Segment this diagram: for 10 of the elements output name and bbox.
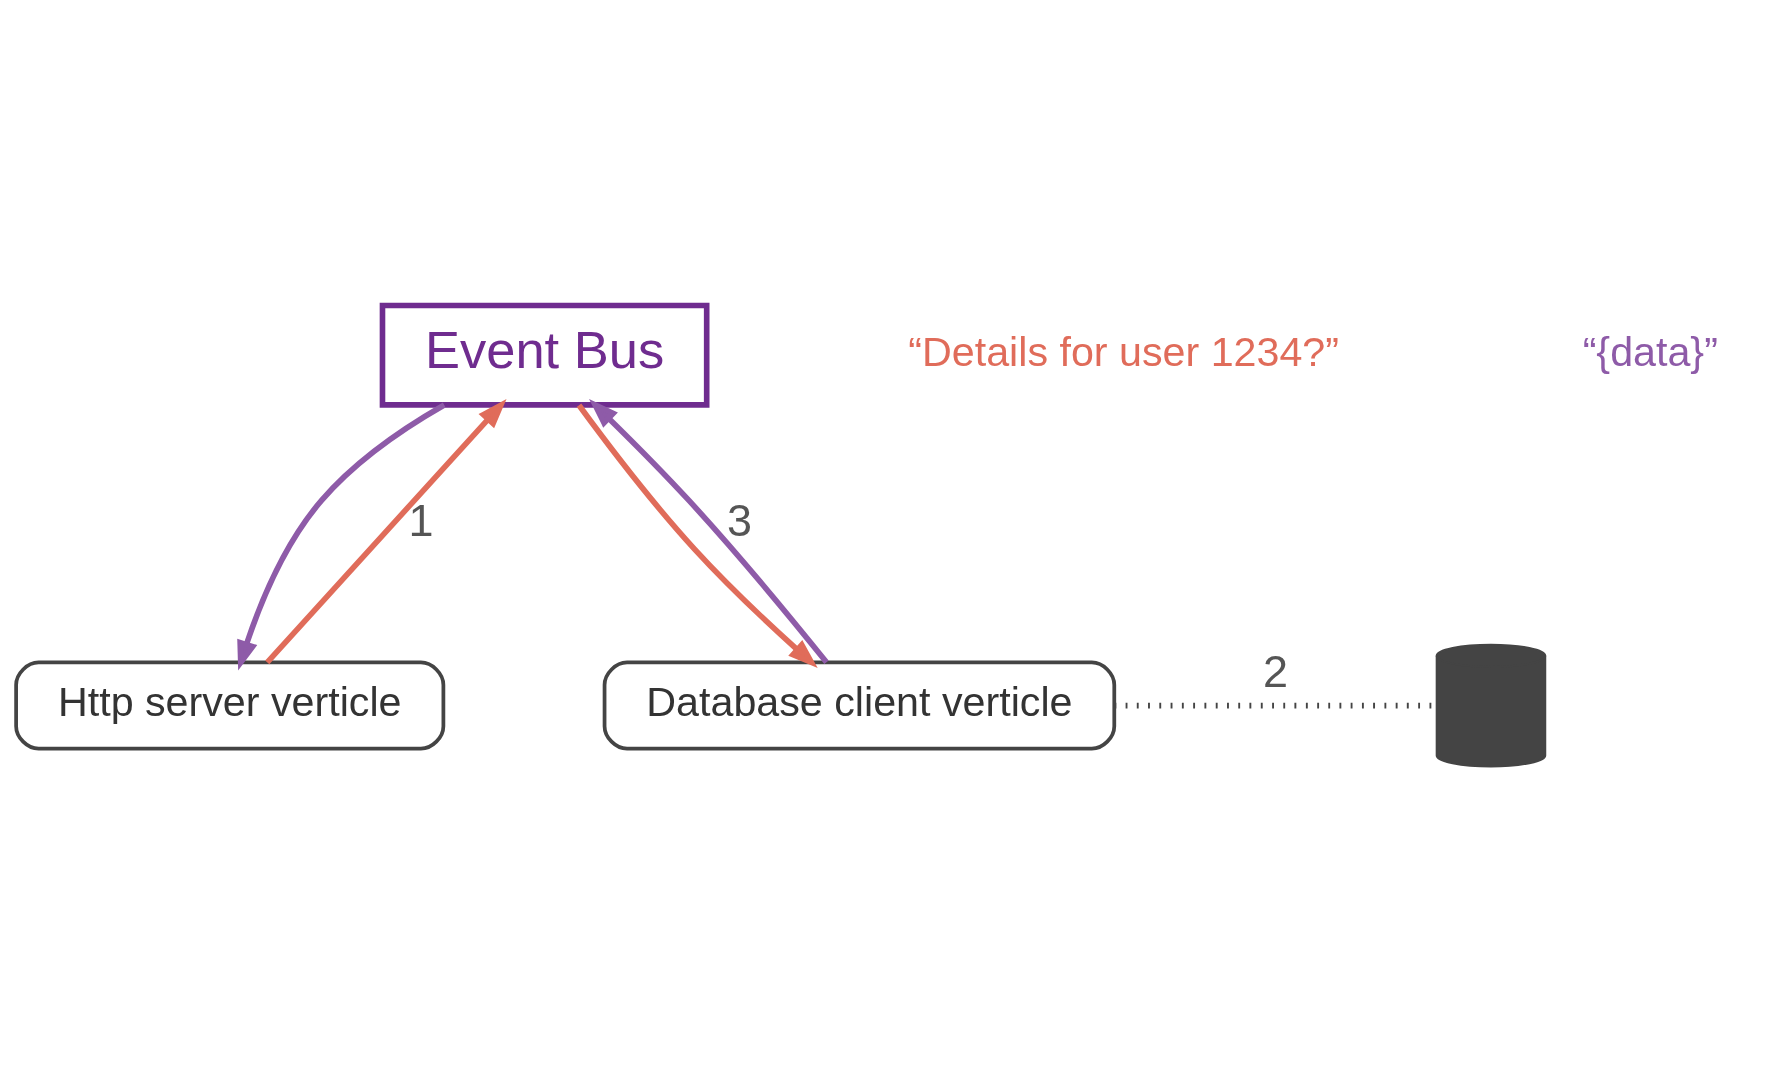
node-box: Database client verticle — [602, 660, 1117, 751]
node-box: Event Bus — [379, 302, 710, 408]
arrow — [265, 398, 507, 665]
label: “Details for user 1234?” — [908, 328, 1340, 375]
node-box: Http server verticle — [14, 660, 446, 751]
edge-label: 1 — [408, 495, 434, 547]
arrow — [237, 402, 446, 671]
edge-label: 3 — [726, 495, 752, 547]
edge-label: 2 — [1262, 646, 1288, 698]
label: “{data}” — [1582, 328, 1718, 375]
